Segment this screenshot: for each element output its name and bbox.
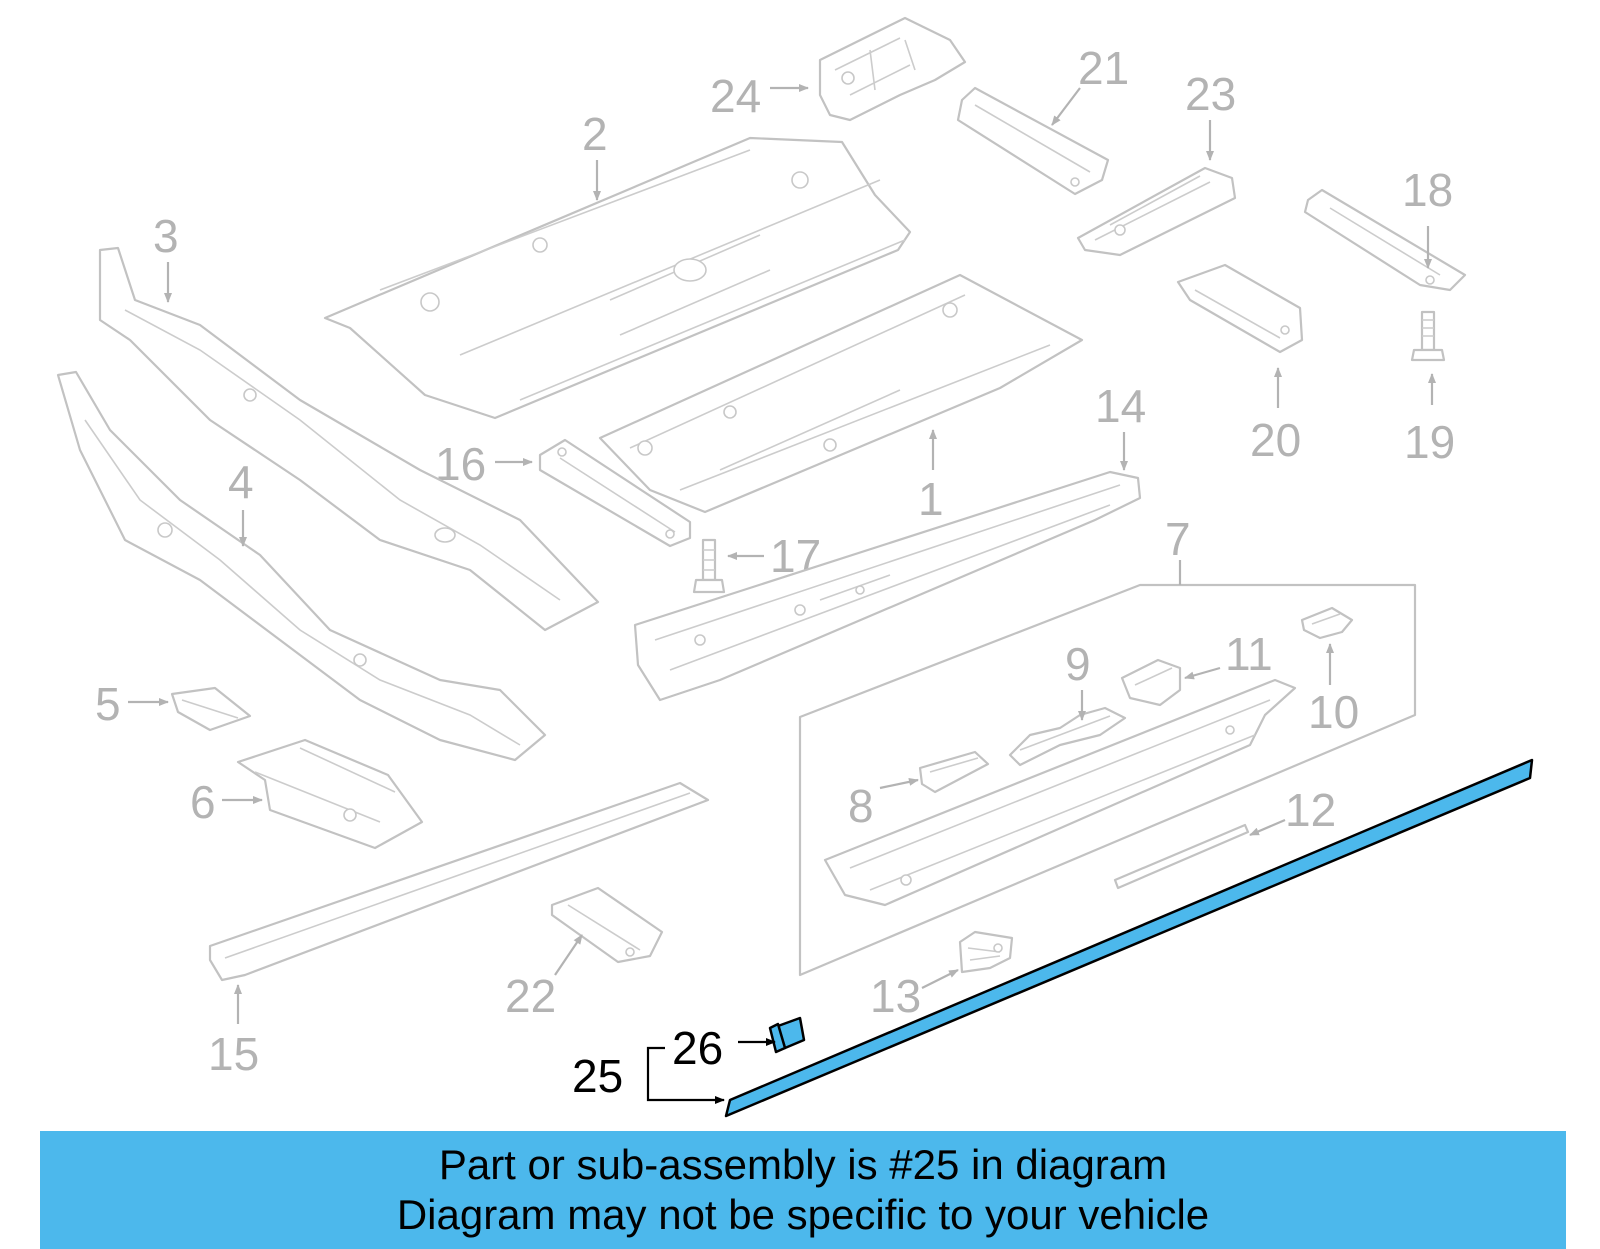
callout-2: 2 xyxy=(582,108,608,160)
part-6-bracket[interactable] xyxy=(236,738,424,850)
part-13-bracket[interactable] xyxy=(958,930,1014,974)
parts-diagram: 24 21 23 18 20 19 xyxy=(56,16,1534,1118)
part-5-gusset[interactable] xyxy=(170,686,252,732)
callout-18: 18 xyxy=(1402,164,1453,216)
callout-4: 4 xyxy=(228,456,254,508)
callout-24: 24 xyxy=(710,70,761,122)
callout-20: 20 xyxy=(1250,414,1301,466)
callout-8: 8 xyxy=(848,780,874,832)
leader-8 xyxy=(879,777,919,790)
leader-12 xyxy=(1249,818,1286,837)
part-1-floor-pan[interactable] xyxy=(598,273,1084,514)
callout-25: 25 xyxy=(572,1050,623,1102)
callout-26: 26 xyxy=(672,1022,723,1074)
part-23-bracket[interactable] xyxy=(1076,166,1237,257)
part-17-bolt[interactable] xyxy=(692,538,726,594)
leader-13 xyxy=(921,969,959,989)
callout-7: 7 xyxy=(1165,513,1191,565)
callout-11: 11 xyxy=(1225,628,1273,680)
callout-9: 9 xyxy=(1065,638,1091,690)
part-4-rail[interactable] xyxy=(56,370,547,762)
part-25-rocker-molding[interactable] xyxy=(724,758,1534,1118)
part-12-reinforcement[interactable] xyxy=(823,678,1297,907)
part-16-rail[interactable] xyxy=(538,438,692,548)
part-2-floor-pan[interactable] xyxy=(323,136,912,420)
banner-disclaimer-line: Diagram may not be specific to your vehi… xyxy=(396,1191,1210,1238)
callout-12: 12 xyxy=(1285,784,1336,836)
banner-part-line: Part or sub-assembly is #25 in diagram xyxy=(438,1141,1168,1188)
part-22-bracket[interactable] xyxy=(550,886,664,964)
part-3-rail[interactable] xyxy=(98,246,600,632)
part-15-rail[interactable] xyxy=(208,781,710,982)
callout-10: 10 xyxy=(1308,686,1359,738)
callout-15: 15 xyxy=(208,1028,259,1080)
part-10-clip[interactable] xyxy=(1300,606,1354,640)
leader-22 xyxy=(554,934,583,976)
callout-21: 21 xyxy=(1078,42,1129,94)
callout-22: 22 xyxy=(505,970,556,1022)
leader-25 xyxy=(646,1072,725,1104)
part-11-bracket[interactable] xyxy=(1120,658,1182,707)
part-8-bracket[interactable] xyxy=(918,750,990,794)
callout-6: 6 xyxy=(190,776,216,828)
part-14-sill[interactable] xyxy=(633,470,1142,702)
leader-11 xyxy=(1184,666,1221,680)
part-12-strip[interactable] xyxy=(1113,823,1250,890)
callout-1: 1 xyxy=(918,473,944,525)
leader-21 xyxy=(1051,87,1081,126)
callout-5: 5 xyxy=(95,678,121,730)
part-20-bracket[interactable] xyxy=(1176,263,1304,354)
callout-14: 14 xyxy=(1095,380,1146,432)
part-24-bracket[interactable] xyxy=(818,16,967,122)
callout-23: 23 xyxy=(1185,68,1236,120)
bracket-25 xyxy=(646,1046,665,1072)
info-banner: Part or sub-assembly is #25 in diagram D… xyxy=(40,1131,1566,1249)
part-21-bar[interactable] xyxy=(956,86,1110,196)
part-26-clip[interactable] xyxy=(768,1016,806,1054)
callout-3: 3 xyxy=(153,210,179,262)
part-9-bracket[interactable] xyxy=(1008,706,1127,767)
callout-13: 13 xyxy=(870,970,921,1022)
part-19-bolt[interactable] xyxy=(1410,310,1446,362)
callout-19: 19 xyxy=(1404,416,1455,468)
